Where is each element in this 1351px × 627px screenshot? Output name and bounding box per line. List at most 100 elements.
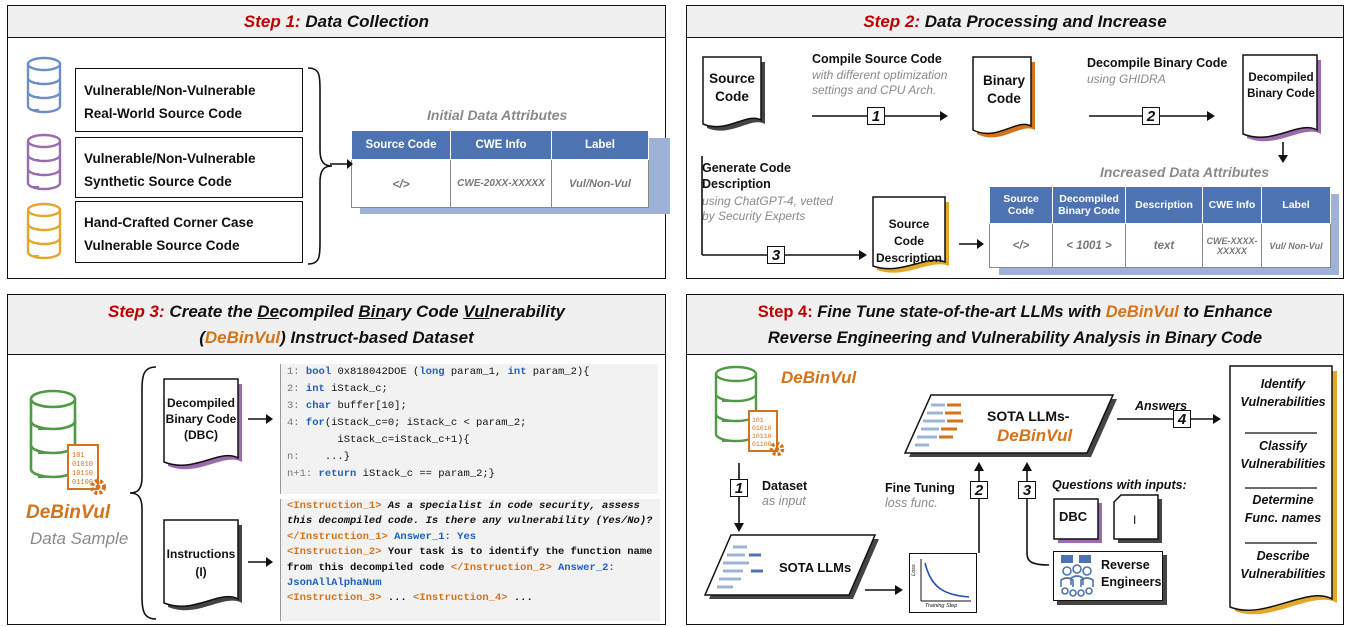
instruction-text: ... — [381, 592, 414, 605]
debinvul-database-icon: 101 01010 10110 01100 — [714, 365, 785, 457]
binary-code-document-icon — [972, 56, 1035, 138]
dataset-label: Dataset — [762, 479, 808, 493]
generate-subtitle: using ChatGPT-4, vetted by Security Expe… — [702, 194, 833, 223]
title-text: De — [257, 302, 280, 321]
step2-title: Data Processing and Increase — [924, 12, 1167, 31]
debinvul-name: DeBinVul — [781, 368, 857, 387]
instruction-tag: <Instruction_1> — [287, 500, 382, 512]
title-text: DeBinVul — [1105, 303, 1179, 321]
instructions-document-icon — [163, 519, 242, 611]
code-text: param_2){ — [526, 366, 590, 378]
source-box-real-world: Vulnerable/Non-Vulnerable Real-World Sou… — [75, 68, 303, 132]
sota-debinvul-shape — [903, 394, 1117, 457]
code-keyword: char — [305, 400, 332, 412]
title-text: to Enhance — [1178, 303, 1273, 321]
code-line: 3: char buffer[10]; — [287, 398, 658, 415]
output-classify: Classify Vulnerabilities — [1240, 439, 1326, 471]
decompiled-code-block: 1: bool 0x818042DOE (long param_1, int p… — [280, 364, 658, 494]
step1-panel: Step 1: Data Collection Vulnerable/Non-V… — [7, 5, 670, 279]
line-number: 2: — [287, 383, 300, 395]
increased-data-table: Source Code Decompiled Binary Code Descr… — [989, 186, 1331, 268]
answer-text: Answer_2: JsonAllAlphaNum — [287, 561, 615, 590]
loss-chart-box — [909, 553, 977, 613]
line-number: 1: — [287, 366, 300, 378]
instruction-text: Your task is to identify the function na… — [287, 546, 653, 574]
sota-llms-label: SOTA LLMs — [779, 560, 852, 575]
step3-header: Step 3: Create the Decompiled Binary Cod… — [8, 295, 665, 355]
svg-text:10110: 10110 — [752, 433, 772, 440]
title-text: DeBinVul — [204, 328, 281, 347]
code-line: n: ...} — [287, 449, 658, 466]
code-line: 4: for(iStack_c=0; iStack_c < param_2; — [287, 415, 658, 432]
reverse-engineers-label: Reverse Engineers — [1101, 558, 1162, 589]
title-text: ) Instruct-based Dataset — [280, 328, 474, 347]
svg-text:01100: 01100 — [752, 441, 772, 448]
table-cell: text — [1125, 223, 1203, 268]
table-cell: CWE-20XX-XXXXX — [450, 159, 552, 208]
database-icon-yellow — [26, 202, 62, 260]
dbc-input-label: DBC — [1059, 509, 1088, 524]
answers-label: Answers — [1135, 399, 1188, 413]
line-number: 4: — [287, 417, 300, 429]
title-text: ( — [199, 328, 205, 347]
decompile-subtitle: using GHIDRA — [1087, 72, 1166, 86]
line-number: 3: — [287, 400, 300, 412]
output-determine: Determine Func. names — [1244, 493, 1322, 525]
arrow-icon — [248, 557, 273, 567]
source-line: Synthetic Source Code — [84, 174, 232, 189]
arrow-icon — [865, 585, 903, 595]
table-header: Source Code — [351, 130, 451, 160]
instruction-text: ... — [507, 592, 533, 605]
step4-num-3: 3 — [1018, 481, 1036, 499]
arrow-icon — [974, 462, 984, 553]
step3-panel: Step 3: Create the Decompiled Binary Cod… — [7, 294, 666, 625]
instruction-block: <Instruction_1> As a specialist in code … — [280, 499, 660, 621]
table-header: Label — [551, 130, 649, 160]
table-cell: < 1001 > — [1052, 223, 1126, 268]
brace-icon — [307, 67, 333, 265]
code-line: 2: int iStack_c; — [287, 381, 658, 398]
generate-title: Generate Code Description — [702, 161, 791, 191]
step2-header: Step 2: Data Processing and Increase — [687, 6, 1343, 38]
dbc-label: Decompiled Binary Code (DBC) — [165, 396, 237, 442]
code-text: iStack_c=iStack_c+1){ — [287, 434, 470, 446]
arrow-icon — [1117, 414, 1221, 424]
database-icon-blue — [26, 56, 62, 114]
code-text: param_1, — [444, 366, 508, 378]
step2-panel: Step 2: Data Processing and Increase Sou… — [686, 5, 1344, 279]
step2-num-3: 3 — [767, 246, 785, 264]
code-keyword: long — [419, 366, 445, 378]
source-line: Hand-Crafted Corner Case — [84, 215, 254, 230]
source-code-label: Source Code — [709, 71, 755, 104]
instructions-label: Instructions (I) — [166, 547, 236, 579]
title-text: ary Code — [385, 302, 464, 321]
instruction-tag: <Instruction_4> — [413, 592, 508, 605]
svg-text:101: 101 — [72, 452, 85, 460]
answer-text: Answer_1: Yes — [387, 530, 477, 543]
dbc-input-icon — [1053, 498, 1102, 543]
svg-text:01010: 01010 — [752, 425, 772, 432]
compile-title: Compile Source Code — [812, 52, 942, 66]
code-keyword: bool — [305, 366, 332, 378]
source-line: Real-World Source Code — [84, 106, 243, 121]
line-number: n: — [287, 451, 300, 463]
title-text: Create the — [169, 302, 258, 321]
title-text: Vul — [463, 302, 490, 321]
step4-panel: Step 4: Fine Tune state-of-the-art LLMs … — [686, 294, 1344, 625]
database-icon-purple — [26, 133, 62, 191]
table-cell: </> — [351, 159, 451, 208]
title-text: Fine Tune state-of-the-art LLMs with — [817, 303, 1106, 321]
code-text: iStack_c; — [324, 383, 388, 395]
binary-code-label: Binary Code — [982, 73, 1026, 106]
table-header: CWE Info — [1202, 186, 1262, 224]
initial-data-table: Source Code CWE Info Label </> CWE-20XX-… — [351, 130, 649, 208]
debinvul-name: DeBinVul — [26, 502, 111, 523]
code-text: iStack_c == param_2;} — [356, 468, 495, 480]
code-text: buffer[10]; — [331, 400, 407, 412]
source-line: Vulnerable/Non-Vulnerable — [84, 83, 256, 98]
fine-tuning-sub: loss func. — [885, 496, 938, 510]
line-number: n+1: — [287, 468, 313, 480]
decompiled-binary-label: Decompiled Binary Code — [1247, 72, 1315, 100]
dbc-document-icon — [163, 378, 242, 470]
arrow-icon — [330, 159, 353, 169]
